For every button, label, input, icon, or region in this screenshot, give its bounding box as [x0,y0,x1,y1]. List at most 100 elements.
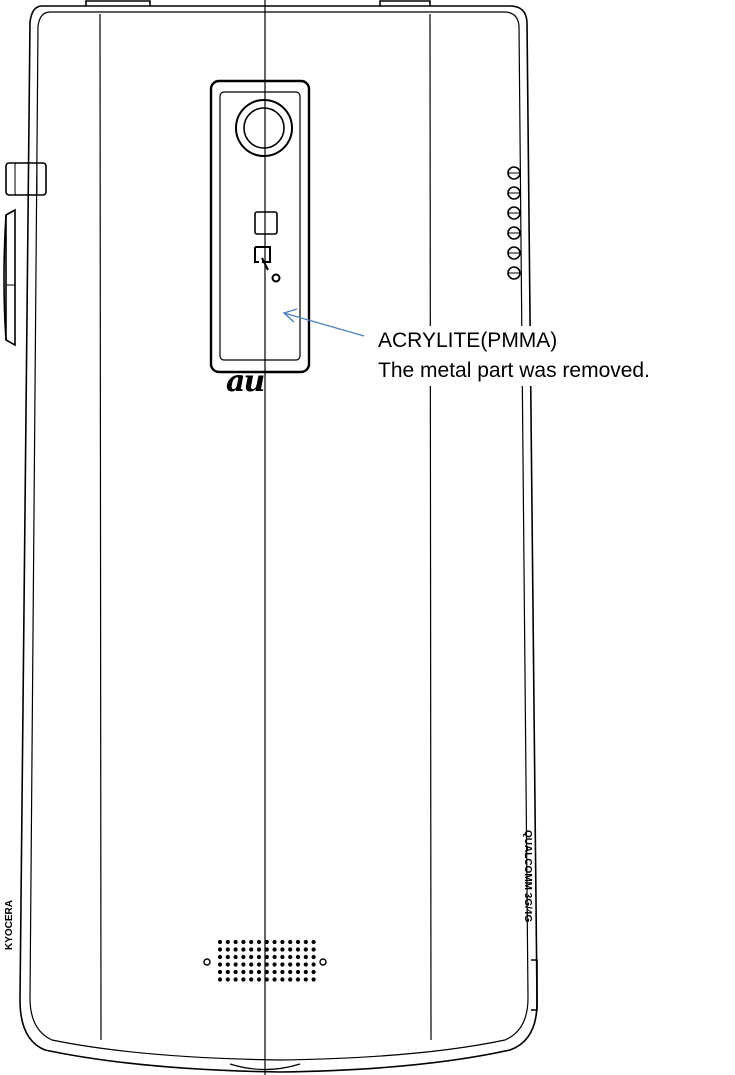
speaker-hole [288,962,293,967]
phone-inner-outline [29,11,529,1061]
speaker-hole [303,939,308,945]
speaker-hole [241,977,246,982]
speaker-hole [295,954,301,960]
speaker-hole [264,939,269,945]
body-line-left [99,13,102,1041]
annotation-note: The metal part was removed. [378,359,650,382]
speaker-hole [217,969,223,975]
top-button-right [379,0,431,6]
speaker-hole [249,939,254,945]
speaker-hole [280,947,285,952]
speaker-hole [225,969,230,975]
side-key-upper [5,162,47,196]
speaker-hole [217,947,223,952]
speaker-end-left [203,958,211,966]
speaker-hole [256,962,262,967]
annotation-material: ACRYLITE(PMMA) [378,329,558,352]
speaker-hole [280,954,285,960]
speaker-hole [272,954,277,960]
speaker-hole [233,939,238,945]
speaker-hole [256,954,262,960]
body-line-right [429,13,432,1041]
speaker-hole [256,969,262,975]
speaker-hole [225,954,230,960]
speaker-hole [241,962,246,967]
speaker-hole [272,977,277,982]
speaker-hole [272,962,277,967]
speaker-hole [272,969,277,975]
speaker-hole [295,947,301,952]
speaker-hole [241,954,246,960]
flash-square-icon [254,211,278,235]
speaker-hole [280,969,285,975]
speaker-hole [241,969,246,975]
speaker-hole [249,954,254,960]
speaker-hole [311,977,316,982]
speaker-hole [280,962,285,967]
speaker-hole [311,962,316,967]
speaker-hole [288,939,293,945]
speaker-hole [288,969,293,975]
speaker-hole [241,947,246,952]
speaker-hole [303,977,308,982]
speaker-hole [311,969,316,975]
speaker-hole [249,977,254,982]
speaker-hole [280,939,285,945]
speaker-hole [217,962,223,967]
speaker-hole [303,962,308,967]
speaker-hole [225,947,230,952]
volume-rocker [5,208,16,347]
speaker-hole [256,977,262,982]
speaker-hole [272,939,277,945]
speaker-hole [264,977,269,982]
speaker-hole [217,977,223,982]
speaker-hole [256,947,262,952]
speaker-hole [225,939,230,945]
speaker-hole [241,939,246,945]
side-print-left: KYOCERA [4,899,15,950]
speaker-end-right [319,958,327,966]
speaker-hole [249,962,254,967]
speaker-hole [303,969,308,975]
speaker-hole [256,939,262,945]
speaker-hole [249,947,254,952]
side-print-right: QUALCOMM 3G/4G [522,830,533,923]
speaker-grille-icon [217,939,316,982]
speaker-hole [288,977,293,982]
speaker-hole [295,977,301,982]
pointer-arrow-icon [282,308,365,337]
speaker-hole [225,962,230,967]
speaker-hole [233,977,238,982]
phone-outline [19,5,538,1073]
speaker-hole [217,954,223,960]
speaker-hole [288,954,293,960]
speaker-hole [288,947,293,952]
material-annotation: ACRYLITE(PMMA) The metal part was remove… [374,326,654,386]
speaker-hole [264,969,269,975]
camera-lens-icon [235,99,293,157]
bottom-connector [229,1063,301,1071]
speaker-hole [264,962,269,967]
speaker-hole [295,969,301,975]
speaker-hole [303,954,308,960]
speaker-hole [295,939,301,945]
side-holes [507,166,521,180]
speaker-hole [225,977,230,982]
camera-module [209,79,311,374]
speaker-hole [233,954,238,960]
speaker-hole [280,977,285,982]
speaker-hole [311,939,316,945]
nfc-felica-icon [254,246,281,283]
speaker-hole [264,947,269,952]
side-port [531,959,538,1011]
speaker-hole [311,947,316,952]
speaker-hole [217,939,223,945]
speaker-hole [233,969,238,975]
speaker-hole [233,947,238,952]
speaker-hole [303,947,308,952]
au-logo: au [226,364,265,399]
speaker-hole [249,969,254,975]
speaker-hole [233,962,238,967]
speaker-hole [311,954,316,960]
